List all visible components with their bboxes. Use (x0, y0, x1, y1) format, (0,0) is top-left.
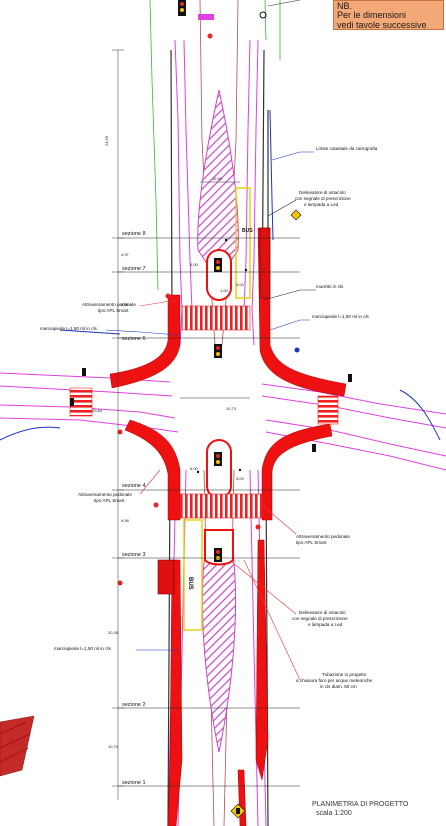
signal-icon (178, 0, 186, 16)
title-block: PLANIMETRIA DI PROGETTO scala 1:200 (312, 800, 442, 818)
section-labels: sezione 8 sezione 7 sezione 6 sezione 5 … (122, 231, 146, 786)
note-line: NB. (337, 1, 353, 11)
callout-attraversamento-mid: tipo APL Smart (94, 498, 125, 503)
section-label: sezione 2 (122, 702, 146, 708)
dim-label: 8,95 (121, 302, 130, 307)
crosswalk-north (181, 305, 251, 331)
dim-label: 1,00 (220, 288, 229, 293)
dim-label: 9,98 (121, 518, 130, 523)
callout-muretto: muretto in cls (316, 284, 344, 289)
dim-label: 3,00 (236, 282, 245, 287)
callout-delineatore-bottom: Delineatore di ostacolo (299, 610, 346, 615)
callout-attraversamento-right: Attraversamento pedonale (296, 534, 350, 539)
signal-icon (230, 803, 246, 819)
dimension-chain (112, 49, 250, 800)
section-label: sezione 6 (122, 336, 146, 342)
signal-icon (290, 209, 302, 221)
callout-labels: Limite catastale da cartografia Delineat… (40, 146, 378, 689)
existing-lines (149, 0, 281, 291)
small-markers (196, 238, 248, 474)
signal-icon (214, 258, 222, 272)
dim-label: 20,84 (92, 408, 103, 413)
callout-delineatore-bottom: con segnale di prescrizione (292, 616, 348, 621)
signal-icon (214, 344, 222, 358)
note-box: NB. Per le dimensioni vedi tavole succes… (333, 0, 444, 30)
dim-label: 6,00 (190, 466, 199, 471)
dim-label: 10,70 (108, 744, 119, 749)
dim-label: 6,00 (190, 262, 199, 267)
bus-label-north: BUS (242, 228, 253, 234)
callout-delineatore-top: Delineatore di ostacolo (299, 190, 346, 195)
crosswalk-east (317, 395, 339, 425)
plan-title: PLANIMETRIA DI PROGETTO (312, 801, 409, 808)
bus-stop-markings (183, 187, 251, 631)
note-line: Per le dimensioni (337, 10, 407, 20)
red-hatched-area-pattern (0, 721, 31, 763)
dim-label: 20,35 (108, 630, 119, 635)
callout-marciapiede-left-bottom: marciapiede l=1,50 ml in cls (54, 646, 112, 651)
dim-label: 3,00 (236, 476, 245, 481)
cadastral-limit (0, 109, 441, 441)
callout-limite: Limite catastale da cartografia (316, 146, 378, 151)
bus-label-south: BUS (187, 577, 193, 590)
section-label: sezione 1 (122, 780, 146, 786)
bus-stop-platforms (157, 227, 271, 595)
section-label: sezione 4 (122, 483, 146, 489)
section-label: sezione 7 (122, 266, 146, 272)
callout-marciapiede-left-top: marciapiede l=1,50 ml in cls (40, 326, 98, 331)
signal-icon (214, 548, 222, 562)
dim-label: 15,50 (212, 176, 223, 181)
plan-scale: scala 1:200 (316, 810, 352, 817)
crosswalk-south (179, 493, 263, 519)
callout-delineatore-top: e lampada a Led (304, 202, 339, 207)
signal-icon (117, 33, 300, 586)
note-line: vedi tavole successive (337, 20, 427, 30)
island-noses (204, 249, 234, 566)
callout-delineatore-top: con segnale di prescrizione (295, 196, 351, 201)
callout-tubazione: Tubazione in progetto (322, 672, 367, 677)
dim-label: 24,99 (104, 135, 109, 146)
section-label: sezione 5 (122, 368, 146, 374)
traffic-signals (70, 0, 352, 819)
callout-tubazione: a chiusura foro per acque meteoriche (296, 678, 373, 683)
red-hatched-area (0, 715, 35, 777)
callout-delineatore-bottom: e lampada a Led (308, 622, 343, 627)
section-label: sezione 3 (122, 552, 146, 558)
callout-attraversamento-top: Attraversamento pedonale (82, 302, 136, 307)
signal-icon (214, 452, 222, 466)
callout-attraversamento-right: tipo APL Smart (296, 540, 327, 545)
sidewalks (109, 227, 347, 826)
dim-label: 4,97 (121, 252, 130, 257)
road-sign (198, 14, 214, 20)
leader-lines (105, 0, 316, 681)
callout-tubazione: in cls diam. 60 cm (320, 684, 357, 689)
south-traffic-island (201, 544, 237, 753)
callout-marciapiede-right: marciapiede l=1,50 ml in cls (312, 314, 370, 319)
section-lines (118, 237, 300, 787)
dimension-labels: 24,99 4,97 8,95 20,84 9,98 20,35 10,70 1… (92, 135, 245, 749)
dim-label: 10,73 (226, 406, 237, 411)
signal-pole-icon (70, 11, 352, 452)
callout-attraversamento-top: tipo APL Smart (98, 308, 129, 313)
callout-attraversamento-mid: Attraversamento pedonale (78, 492, 132, 497)
section-label: sezione 8 (122, 231, 146, 237)
